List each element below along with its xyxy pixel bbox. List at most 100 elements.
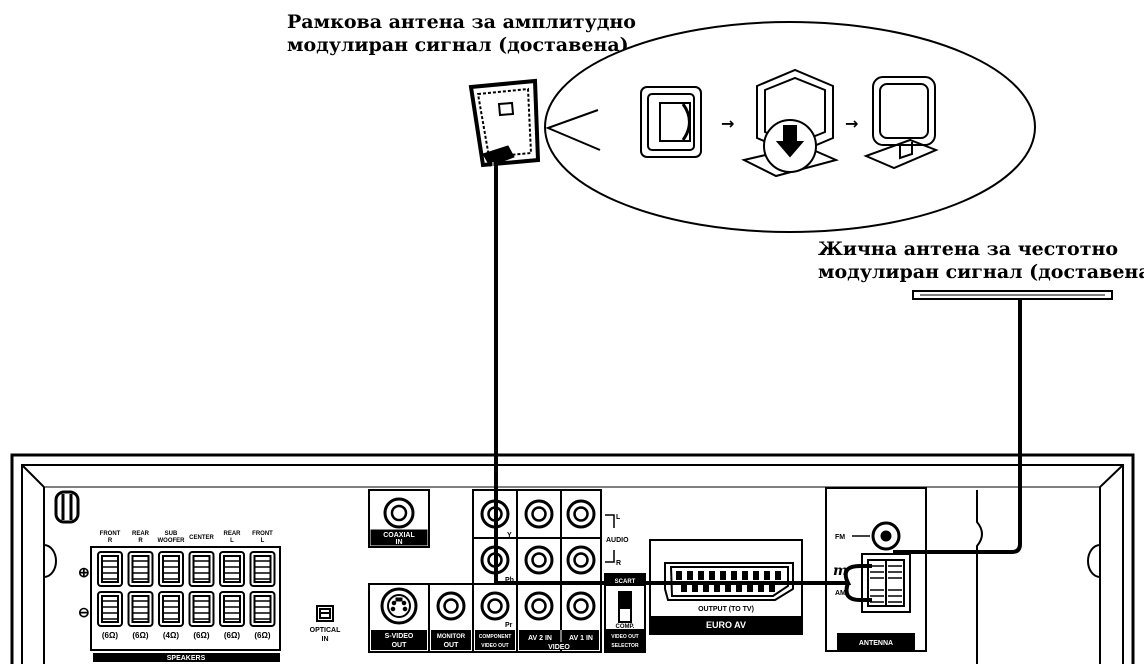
speaker-terminal-negative [219,591,245,627]
speaker-terminal-positive [249,551,276,587]
speaker-terminal-negative [249,591,276,627]
speaker-terminal-block: ⊕ ⊖ SPEAKERS [78,546,281,662]
monitor-out-jack [436,591,466,621]
scart-pin [764,571,770,580]
scart-pin [753,571,759,580]
scart-pin [676,571,682,580]
audio-bracket [605,514,615,563]
plus-icon: ⊕ [78,564,90,580]
speaker-impedance-label: (6Ω) [132,631,149,640]
speaker-terminal-positive [158,551,184,587]
scart-pin [698,571,704,580]
euro-av-label: EURO AV [706,620,746,630]
pr-label: Pr [505,622,513,629]
speaker-impedance-label: (6Ω) [102,631,119,640]
selector-label: SELECTOR [611,643,639,649]
fm-antenna-caption-line1: Жична антена за честотно [818,238,1118,260]
av1-audio-l-jack [566,499,596,529]
audio-label: AUDIO [606,537,629,544]
optical-in-label: IN [322,636,329,643]
av2-audio-r-jack [524,545,554,575]
speaker-terminal-positive [127,551,154,587]
av1-in-label: AV 1 IN [569,635,593,642]
speaker-terminal-negative [158,591,184,627]
rear-panel [10,453,1135,664]
pb-label: Pb [505,577,514,584]
speaker-terminal-positive [188,551,215,587]
speaker-channel-label: R [138,538,143,544]
av2-audio-l-jack [524,499,554,529]
output-to-tv-label: OUTPUT (TO TV) [698,606,754,613]
video-out-selector-label: VIDEO OUT [611,634,639,640]
speaker-channel-label: L [230,538,234,544]
svideo-out-jack [380,587,418,625]
speaker-channel-label: SUB [165,531,178,537]
av2-video-jack [524,591,554,621]
video-out-selector-switch [604,573,646,653]
coaxial-in-label: IN [396,539,403,546]
arrow-icon: → [721,114,734,133]
scart-label: SCART [615,579,636,585]
scart-pin [731,571,737,580]
scart-pin [703,584,709,592]
scart-pin [736,584,742,592]
scart-pin [720,571,726,580]
speaker-channel-label: L [261,538,265,544]
speaker-impedance-label: (4Ω) [163,631,180,640]
optical-in-jack [316,605,334,622]
speaker-channel-label: FRONT [100,531,121,537]
coaxial-in-jack [368,489,430,548]
scart-pin [714,584,720,592]
scart-pin [769,584,775,592]
fm-label: FM [835,534,845,541]
speaker-terminal-positive [219,551,245,587]
fm-antenna-caption-line2: модулиран сигнал (доставена) [818,261,1144,283]
svideo-label: S-VIDEO [385,633,414,640]
arrow-icon: → [845,114,858,133]
am-terminal [861,553,911,613]
fm-jack [871,521,901,551]
audio-r-label: R [616,560,621,567]
component-pr-jack [480,591,510,621]
optical-label: OPTICAL [310,627,341,634]
speaker-terminal-negative [188,591,215,627]
scart-pin [681,584,687,592]
cord-hook-icon [54,490,80,524]
speaker-terminal-negative [97,591,123,627]
speaker-impedance-label: (6Ω) [193,631,210,640]
component-y-jack [480,499,510,529]
speaker-channel-label: CENTER [189,535,214,541]
coaxial-label: COAXIAL [383,532,415,539]
scart-pin [725,584,731,592]
speaker-channel-label: WOOFER [158,538,186,544]
am-antenna-cable [494,162,872,585]
component-pb-jack [480,545,510,575]
scart-pin [742,571,748,580]
am-label: AM [835,590,846,597]
speaker-impedance-label: (6Ω) [254,631,271,640]
speakers-label: SPEAKERS [167,655,206,662]
audio-l-label: L [616,514,621,521]
speaker-channel-label: REAR [132,531,150,537]
svideo-out-label: OUT [392,642,408,649]
av1-audio-r-jack [566,545,596,575]
component-label: COMPONENT [479,634,512,640]
monitor-label: MONITOR [437,634,466,640]
minus-icon: ⊖ [78,604,90,620]
am-antenna-folded-icon [640,86,702,158]
scart-pin [709,571,715,580]
av2-in-label: AV 2 IN [528,635,552,642]
fm-wire-antenna [893,290,1113,554]
av1-video-jack [566,591,596,621]
am-antenna-caption-line2: модулиран сигнал (доставена) [287,34,629,56]
video-output-block [368,489,602,653]
monitor-out-label: OUT [444,642,460,649]
y-label: Y [507,532,512,539]
speaker-terminal-negative [127,591,154,627]
am-loop-antenna [468,78,541,168]
speaker-channel-label: R [108,538,113,544]
speaker-terminal-positive [97,551,123,587]
speaker-channel-label: FRONT [252,531,273,537]
component-out-label: VIDEO OUT [481,643,509,649]
